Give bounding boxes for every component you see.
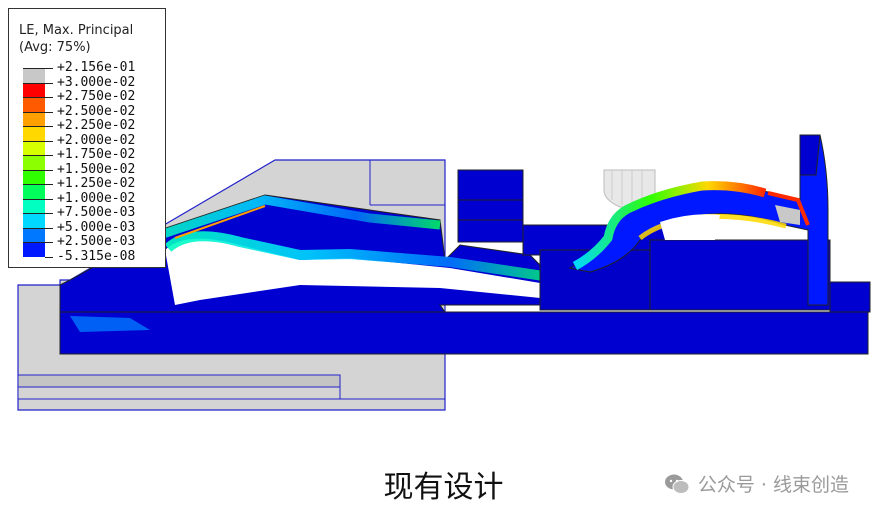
legend-swatch	[23, 242, 45, 257]
legend-tick-label: +1.250e-02	[57, 176, 136, 191]
legend-tick	[45, 111, 53, 113]
watermark: 公众号 · 线束创造	[664, 470, 849, 497]
legend-swatch	[23, 97, 45, 112]
legend-tick	[45, 256, 53, 258]
legend-tick	[45, 140, 53, 142]
legend-tick	[45, 169, 53, 171]
legend-tick	[45, 97, 53, 98]
legend-tick-label: +2.156e-01	[57, 60, 136, 75]
watermark-text: 公众号 · 线束创造	[697, 474, 849, 496]
legend-tick-label: +7.500e-03	[57, 205, 136, 220]
right-structure	[457, 169, 871, 313]
legend-tick-label: +2.250e-02	[57, 118, 136, 133]
legend-tick-label: +2.500e-03	[57, 234, 136, 249]
spring-contact	[568, 134, 829, 306]
legend-tick-label: +5.000e-03	[57, 219, 136, 235]
legend-tick	[45, 213, 53, 214]
legend-tick-label: +1.000e-02	[57, 190, 136, 206]
legend-swatch	[23, 126, 45, 141]
legend-swatch	[23, 169, 45, 184]
deformed-body	[59, 194, 869, 355]
legend-swatch	[23, 111, 45, 126]
legend-tick-label: +1.500e-02	[57, 161, 136, 177]
legend-title: LE, Max. Principal	[19, 23, 134, 38]
legend-swatch	[23, 82, 45, 97]
legend-tick-label: +2.750e-02	[57, 89, 136, 104]
legend-swatch	[23, 198, 45, 213]
legend-tick	[45, 184, 53, 185]
legend-swatch	[23, 227, 45, 242]
legend-tick	[45, 242, 53, 243]
legend-swatch	[23, 68, 45, 83]
legend-tick	[45, 155, 53, 156]
legend-swatch	[23, 155, 45, 170]
legend-swatch	[23, 140, 45, 155]
figure-caption: 现有设计	[383, 470, 504, 505]
legend-tick	[45, 82, 53, 84]
legend-subtitle: (Avg: 75%)	[19, 40, 91, 55]
legend-swatch	[23, 184, 45, 199]
legend-tick-label: +2.500e-02	[57, 103, 136, 119]
legend-tick	[45, 227, 53, 229]
wechat-icon	[664, 474, 690, 494]
legend-tick-label: -5.315e-08	[57, 248, 136, 264]
legend-tick	[45, 126, 53, 127]
legend-tick-label: +1.750e-02	[57, 147, 136, 162]
color-legend: LE, Max. Principal (Avg: 75%) +2.156e-01…	[8, 8, 166, 268]
legend-tick-label: +2.000e-02	[57, 132, 136, 148]
legend-swatch	[23, 213, 45, 228]
legend-tick-label: +3.000e-02	[57, 74, 136, 90]
legend-tick	[45, 68, 53, 69]
legend-tick	[45, 198, 53, 200]
